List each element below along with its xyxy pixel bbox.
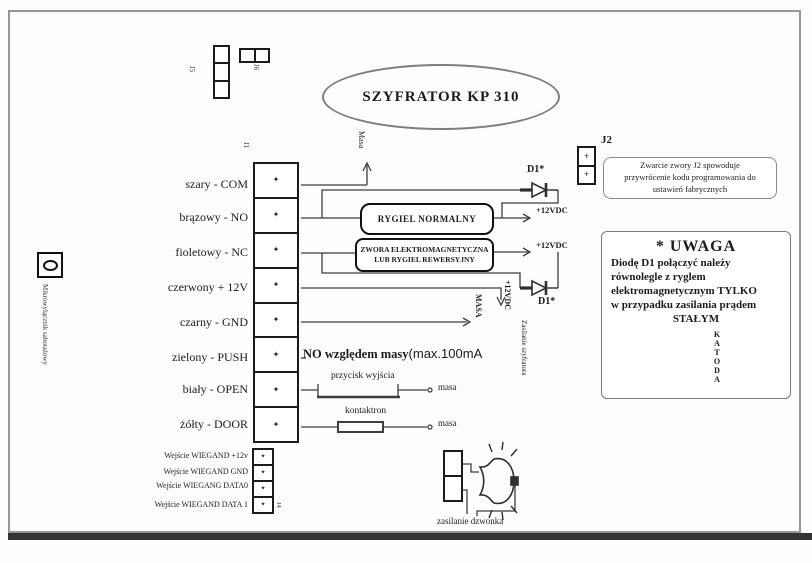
vdc-vertical-label: +12VDC (503, 280, 512, 310)
vdc-top-label: +12VDC (536, 205, 568, 215)
rygiel-normalny-box: RYGIEL NORMALNY (360, 203, 494, 235)
page-title: SZYFRATOR KP 310 (362, 88, 520, 105)
j2-note-box: Zwarcie zwory J2 spowoduje przywrócenie … (603, 157, 777, 199)
j1-pin: ✦ (255, 373, 297, 409)
j1-pin: ✦ (255, 164, 297, 199)
pin-label-nc: fioletowy - NC (175, 245, 248, 259)
j4-pin: ✦ (254, 482, 272, 498)
pin-label-push: zielony - PUSH (172, 350, 248, 364)
connector-j1-label: J1 (242, 142, 250, 149)
tamper-switch-box (37, 252, 63, 278)
j4-pin: ✦ (260, 502, 266, 508)
connector-j5-label: J5 (188, 66, 196, 73)
zasilanie-dzwonka-label: zasilanie dzwonka (437, 516, 504, 526)
j4-pin: ✦ (254, 466, 272, 482)
connector-j6-label: J6 (252, 64, 260, 71)
j1-pin: ✦ (272, 419, 280, 429)
zasilanie-szyfratora-label: Zasilanie szyfratora (520, 320, 528, 376)
connector-j2: + + (577, 146, 596, 185)
connector-j1: ✦ ✦ ✦ ✦ ✦ ✦ ✦ ✦ (253, 162, 299, 443)
zwora-box: ZWORA ELEKTROMAGNETYCZNA LUB RYGIEL REWE… (355, 238, 494, 272)
j1-pin: ✦ (255, 338, 297, 374)
masa-vertical-label: MASA (474, 294, 483, 318)
diagram-frame (8, 10, 801, 533)
pin-label-com: szary - COM (185, 177, 248, 191)
connector-j5 (213, 45, 230, 99)
wiegand-label-data0: Wejście WIEGANG DATA0 (156, 481, 248, 490)
masa-open-label: masa (438, 382, 457, 392)
tamper-switch-icon (42, 259, 58, 271)
tamper-label: Mikrowyłącznik sabotażowy (41, 284, 49, 366)
wiegand-label-gnd: Wejście WIEGAND GND (163, 467, 248, 476)
j1-pin: ✦ (255, 304, 297, 339)
connector-j4: ✦ ✦ ✦ ✦ (252, 448, 274, 514)
j1-pin: ✦ (255, 199, 297, 234)
masa-top-label: Masa (357, 131, 366, 149)
pin-label-gnd: czarny - GND (180, 315, 248, 329)
katoda-label: K A T O D A (713, 330, 721, 384)
kontaktron-label: kontaktron (345, 406, 387, 416)
pin-label-open: biały - OPEN (182, 382, 248, 396)
uwaga-box: * UWAGA Diodę D1 połączyć należy równole… (601, 231, 791, 399)
d1-bottom-label: D1* (538, 296, 556, 307)
wiegand-label-data1: Wejście WIEGAND DATA 1 (154, 500, 248, 509)
uwaga-title: * UWAGA (655, 238, 737, 255)
d1-top-label: D1* (527, 164, 545, 175)
push-note: NO względem masy(max.100mA (303, 346, 483, 361)
przycisk-wyjscia-label: przycisk wyjścia (331, 371, 395, 381)
pin-label-no: brązowy - NO (179, 210, 248, 224)
masa-door-label: masa (438, 418, 457, 428)
wiegand-label-12v: Wejście WIEGAND +12v (164, 451, 248, 460)
pin-label-12v: czerwony + 12V (167, 280, 248, 294)
pin-label-door: żółty - DOOR (180, 417, 248, 431)
connector-j4-label: J4 (275, 502, 282, 508)
j4-pin: ✦ (254, 450, 272, 466)
connector-dzwonek (443, 450, 463, 502)
vdc-mid-label: +12VDC (536, 240, 568, 250)
scan-bottom-bar (8, 533, 812, 540)
connector-j6 (239, 48, 270, 63)
connector-j2-label: J2 (601, 134, 612, 146)
j1-pin: ✦ (255, 269, 297, 304)
title-ellipse: SZYFRATOR KP 310 (322, 64, 560, 130)
j1-pin: ✦ (255, 234, 297, 269)
